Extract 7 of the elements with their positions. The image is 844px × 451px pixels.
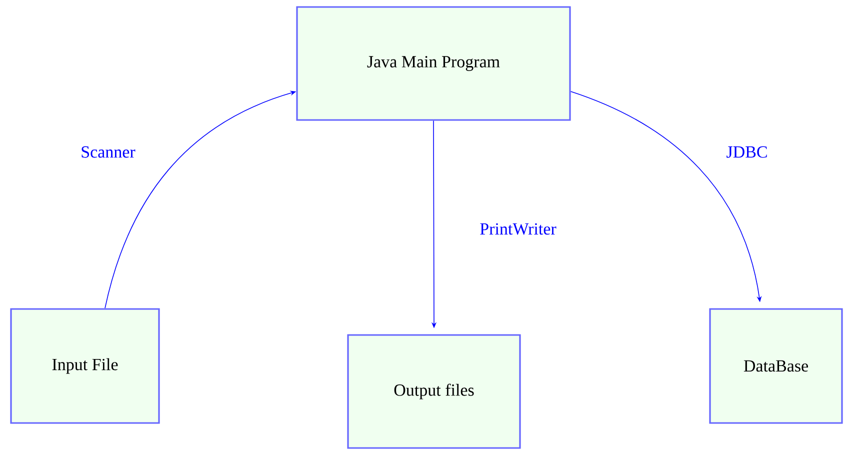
process-box: DataBase (709, 308, 843, 424)
process-box: Java Main Program (296, 6, 571, 121)
edge-label: JDBC (725, 145, 769, 159)
process-box: Output files (347, 334, 521, 449)
edge-label: PrintWriter (478, 222, 558, 236)
process-box: Input File (10, 308, 160, 424)
edge-label: Scanner (80, 145, 136, 159)
